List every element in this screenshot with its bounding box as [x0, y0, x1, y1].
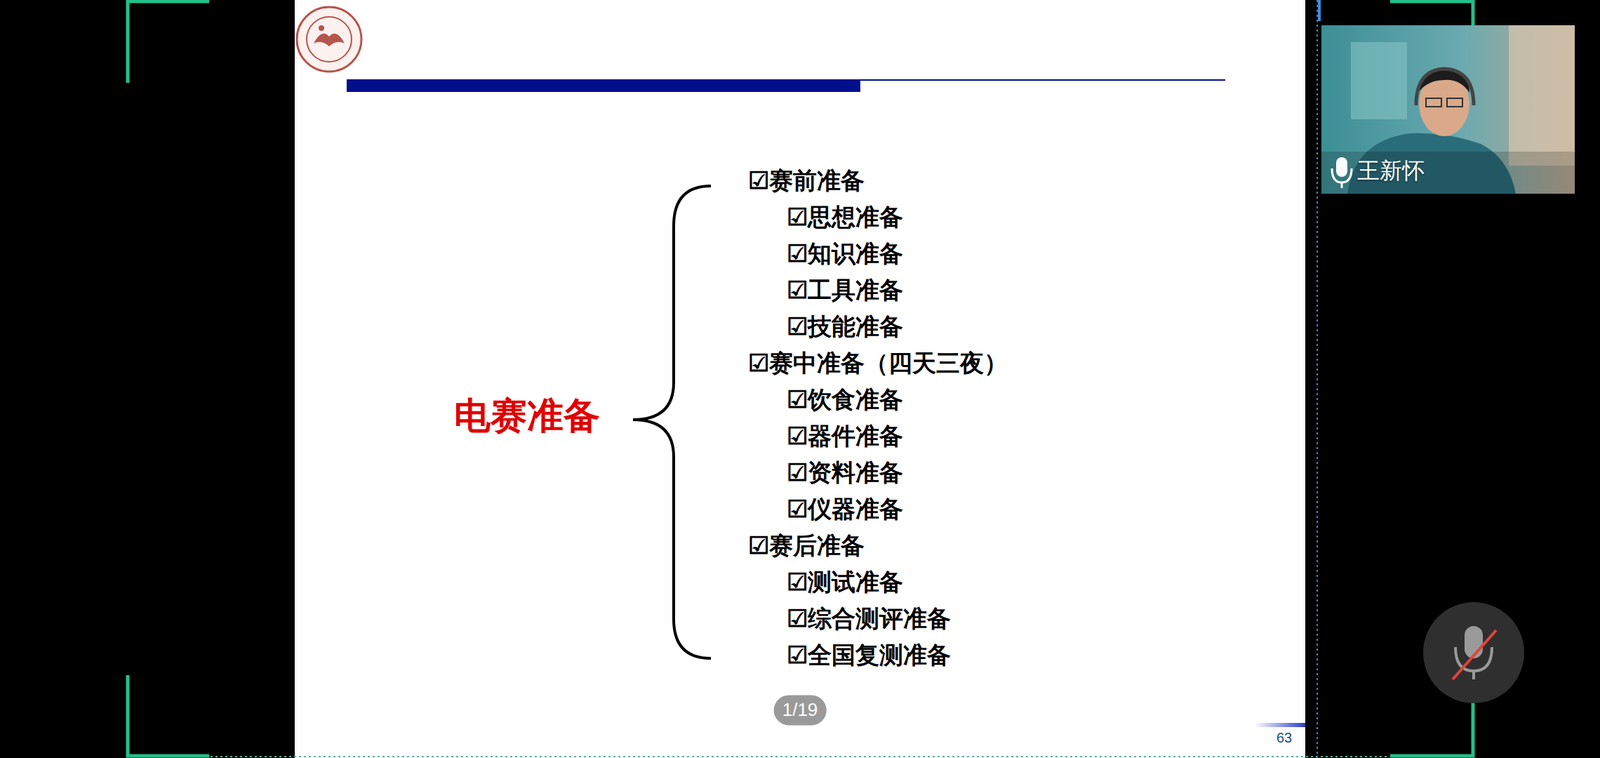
mute-button-circle	[1423, 602, 1525, 704]
slide-number: 63	[1276, 729, 1292, 746]
stage-item: ☑赛后准备	[748, 531, 865, 561]
webcam-tile	[1321, 25, 1575, 194]
glasses	[1425, 98, 1442, 107]
stage-item: ☑赛前准备	[748, 167, 865, 196]
sub-item: ☑器件准备	[786, 422, 904, 452]
stage-item: ☑赛中准备（四天三夜）	[748, 349, 1008, 379]
central-topic: 电赛准备	[454, 394, 600, 438]
slide-background	[294, 0, 1306, 758]
corner-brackets	[127, 1, 1473, 756]
corner-bracket	[127, 1, 210, 83]
page-indicator: 1/19	[774, 694, 827, 725]
university-logo	[296, 7, 362, 72]
dotted-border	[210, 755, 1390, 758]
dotted-separator	[1316, 0, 1318, 758]
logo-ring	[296, 7, 362, 72]
mute-mic	[1464, 625, 1483, 659]
sub-item: ☑资料准备	[786, 458, 904, 488]
blue-marker	[1317, 0, 1321, 22]
footer-accent	[1254, 722, 1306, 728]
mute-mic-stand	[1455, 647, 1492, 671]
participant-name: 王新怀	[1357, 157, 1425, 184]
sub-item: ☑测试准备	[786, 568, 904, 598]
sub-item: ☑饮食准备	[786, 385, 904, 415]
mute-button	[1423, 602, 1525, 704]
corner-bracket	[127, 675, 210, 756]
title-bar	[346, 79, 861, 92]
mute-mic-stem	[1472, 670, 1476, 680]
corner-bracket	[1390, 1, 1473, 26]
sub-item: ☑思想准备	[786, 203, 904, 233]
logo-inner-ring	[306, 16, 352, 62]
mic-icon-stem	[1341, 182, 1344, 189]
sub-item: ☑全国复测准备	[786, 641, 951, 671]
sub-item: ☑仪器准备	[786, 495, 904, 525]
mute-slash	[1452, 630, 1497, 680]
headset	[1416, 68, 1474, 106]
curtain	[1508, 25, 1575, 166]
logo-dot	[318, 25, 325, 31]
sub-item: ☑技能准备	[786, 312, 904, 342]
curly-brace	[632, 185, 711, 659]
name-shade	[1321, 151, 1575, 194]
sub-item: ☑知识准备	[786, 240, 904, 269]
glasses	[1447, 98, 1463, 107]
title-rule	[860, 79, 1226, 81]
webcam-background	[1321, 25, 1575, 194]
mic-icon-stand	[1331, 168, 1352, 183]
mic-icon	[1336, 157, 1348, 177]
sub-item: ☑综合测评准备	[786, 604, 951, 634]
sub-item: ☑工具准备	[786, 276, 904, 306]
window	[1350, 42, 1408, 120]
logo-emblem	[313, 33, 345, 47]
